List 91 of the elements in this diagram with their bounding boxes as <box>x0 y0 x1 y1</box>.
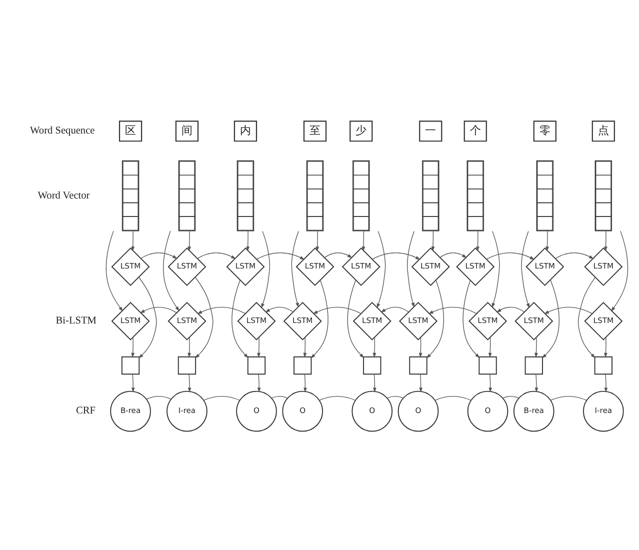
node-box: 至 <box>303 120 327 142</box>
node-box: 一 <box>419 120 442 142</box>
connector <box>386 396 404 398</box>
arrow <box>486 252 535 260</box>
arrow <box>316 230 320 252</box>
arrow <box>406 230 414 308</box>
arrow <box>419 374 423 393</box>
label: Bi-LSTM <box>56 316 96 327</box>
arrow <box>604 374 608 393</box>
label: Word Sequence <box>30 126 95 137</box>
arrow <box>197 252 236 260</box>
arrow <box>534 336 538 358</box>
node-box <box>294 356 312 375</box>
arrow <box>106 230 123 312</box>
connector <box>502 396 519 398</box>
arrow <box>138 276 157 358</box>
node-box <box>121 356 140 375</box>
node-box <box>178 356 196 375</box>
arrow <box>372 336 376 358</box>
arrow <box>131 230 135 252</box>
arrow <box>197 306 246 314</box>
arrow <box>610 230 628 312</box>
label: Word Vector <box>38 190 90 202</box>
arrow <box>542 280 560 358</box>
arrow <box>476 230 480 252</box>
arrow <box>555 252 594 260</box>
arrow <box>428 306 477 314</box>
arrow <box>291 230 299 308</box>
node-box <box>478 356 497 375</box>
node-box <box>363 356 382 375</box>
arrow <box>347 280 364 358</box>
node-box: 少 <box>350 120 373 142</box>
arrow <box>163 230 180 312</box>
arrow <box>488 336 492 358</box>
node-box: 内 <box>234 120 258 142</box>
arrow <box>257 336 261 358</box>
arrow <box>426 280 444 358</box>
arrow <box>578 277 596 358</box>
arrow <box>546 230 549 252</box>
arrow <box>265 306 294 313</box>
arrow <box>372 252 420 260</box>
arrow <box>496 306 525 313</box>
node-box <box>594 356 612 375</box>
connector <box>434 396 472 401</box>
arrow <box>604 230 608 252</box>
arrow <box>140 306 177 314</box>
arrow <box>303 336 307 358</box>
arrow <box>140 252 178 259</box>
node-box <box>409 356 428 375</box>
arrow <box>261 230 270 308</box>
node-box: 个 <box>464 120 487 142</box>
arrow <box>232 280 248 358</box>
arrow <box>304 374 307 393</box>
arrow <box>312 306 362 314</box>
connector <box>271 396 288 398</box>
arrow <box>256 252 305 260</box>
arrow <box>188 374 192 393</box>
connector <box>319 396 356 401</box>
arrow <box>246 230 250 252</box>
arrow <box>194 276 214 358</box>
arrow <box>534 374 538 393</box>
arrow <box>544 306 593 314</box>
arrow <box>188 230 191 252</box>
label: CRF <box>76 406 96 417</box>
arrow <box>604 336 608 358</box>
arrow <box>131 374 135 393</box>
arrow <box>380 306 409 313</box>
connector <box>203 396 240 401</box>
node-box: 点 <box>592 120 615 142</box>
arrow <box>431 230 435 252</box>
node-box <box>247 356 266 375</box>
arrow <box>324 252 352 258</box>
node-box: 区 <box>118 120 142 142</box>
arrow <box>488 374 492 393</box>
connector <box>146 396 172 400</box>
arrow <box>440 252 467 258</box>
node-box: 间 <box>175 120 199 142</box>
arrow <box>257 374 261 393</box>
arrow <box>131 336 135 358</box>
connector <box>550 396 587 401</box>
node-box <box>524 356 543 375</box>
arrow <box>188 336 191 358</box>
arrow <box>462 280 480 358</box>
arrow <box>373 374 376 393</box>
arrow <box>310 280 328 358</box>
arrow <box>418 336 422 358</box>
arrow <box>492 230 500 308</box>
arrow <box>521 230 530 308</box>
arrow <box>362 230 366 252</box>
arrow <box>376 230 386 308</box>
node-box: 零 <box>533 120 556 142</box>
